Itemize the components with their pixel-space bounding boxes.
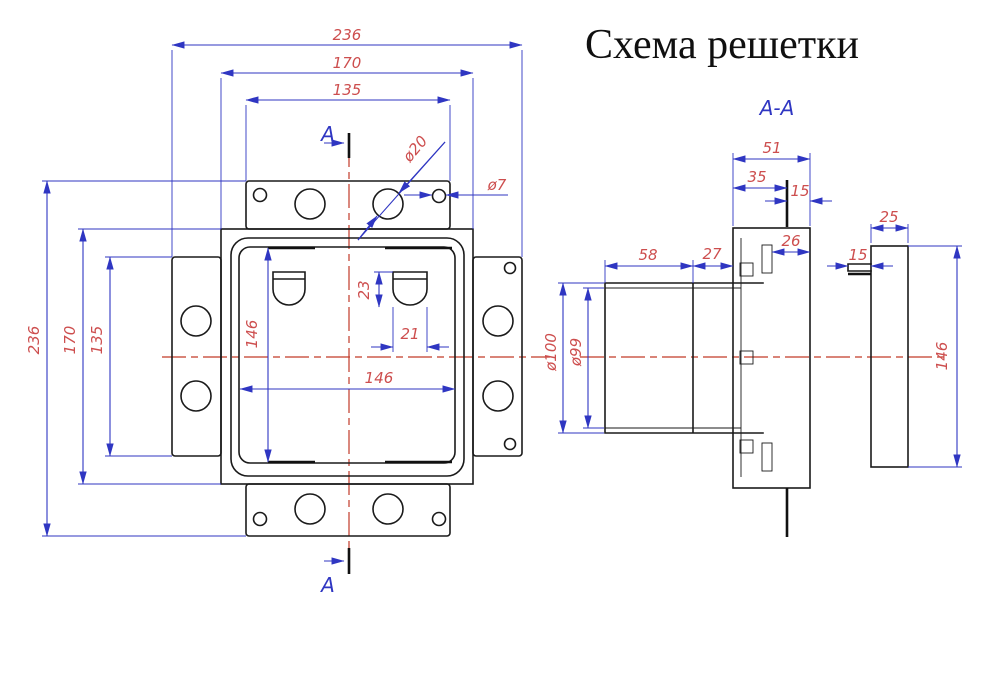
mounting-hole [294, 493, 326, 525]
dim-text-body-height: 170 [61, 326, 79, 355]
cover-strip [870, 245, 909, 468]
screw-hole [252, 187, 268, 203]
top-flange [245, 180, 451, 230]
screw-hole [252, 511, 268, 527]
screw-hole [503, 437, 517, 451]
dim-text-duct-length: 58 [638, 246, 657, 264]
dim-text-frame-depth: 51 [762, 139, 781, 157]
mounting-hole [180, 380, 212, 412]
frame-plate [732, 227, 811, 489]
section-view: 51 35 15 26 58 27 ø100 ø99 25 15 146 A-A [542, 96, 962, 537]
page-title: Схема решетки [585, 22, 859, 68]
dim-text-flange-height: 135 [88, 326, 106, 355]
screw-hole [431, 511, 447, 527]
front-view: 236 170 135 236 170 135 146 146 23 21 ø2… [25, 26, 550, 597]
dim-text-cover-depth: 25 [879, 208, 898, 226]
dim-text-collar-length: 27 [702, 245, 722, 263]
dim-text-flange-width: 135 [333, 81, 362, 99]
mounting-hole [180, 305, 212, 337]
clip-top-finger [761, 244, 773, 274]
mounting-hole [372, 188, 404, 220]
dim-text-overall-width: 236 [333, 26, 362, 44]
dim-text-mounting-hole: ø20 [399, 132, 432, 166]
dim-text-frame-depth-inner: 35 [747, 168, 766, 186]
clip-top-hook [739, 262, 754, 277]
extension-lines [42, 50, 523, 537]
front-dimensions [42, 41, 523, 565]
section-view-label: A-A [758, 96, 795, 120]
mounting-hole [482, 380, 514, 412]
screw-hole [503, 261, 517, 275]
dim-text-clip-slot-width: 21 [400, 325, 419, 343]
clip-slot-right [392, 271, 428, 306]
mounting-hole [294, 188, 326, 220]
section-part-outline [604, 180, 909, 537]
cover-strip-lip [847, 263, 872, 272]
cut-label-bottom: A [319, 573, 335, 597]
dim-text-opening-width: 146 [365, 369, 394, 387]
dim-text-frame-lip: 15 [790, 182, 809, 200]
section-dimensions [558, 153, 962, 468]
clip-bottom-hook [739, 439, 754, 454]
section-dimension-texts: 51 35 15 26 58 27 ø100 ø99 25 15 146 [542, 139, 951, 372]
dim-text-screw-hole: ø7 [487, 176, 507, 194]
vane-edges [268, 246, 452, 464]
duct-inner-wall [605, 287, 741, 429]
dim-text-body-width: 170 [333, 54, 362, 72]
extension-lines [558, 153, 962, 468]
clip-bottom-finger [761, 442, 773, 472]
dim-text-cover-lip: 15 [848, 246, 867, 264]
dim-text-overall-height: 236 [25, 326, 43, 355]
frame-opening [238, 246, 456, 464]
dim-text-cover-height: 146 [933, 342, 951, 371]
duct-outline [604, 282, 764, 434]
dim-text-duct-outer: ø100 [542, 333, 560, 372]
front-dimension-texts: 236 170 135 236 170 135 146 146 23 21 ø2… [25, 26, 507, 597]
hole-leader-arrow-lower [357, 215, 378, 241]
hole-leader-arrow-upper [398, 141, 446, 194]
front-centerlines [162, 143, 550, 565]
center-tab [739, 350, 754, 365]
cut-label-top: A [319, 122, 335, 146]
mounting-hole [372, 493, 404, 525]
frame-outer-square [220, 228, 474, 485]
clip-slot-left [272, 271, 306, 306]
dim-text-clip-slot-height: 23 [355, 280, 373, 299]
frame-mid-contour [230, 237, 465, 477]
bottom-flange [245, 483, 451, 537]
dim-text-opening-height: 146 [243, 320, 261, 349]
dim-text-duct-inner: ø99 [567, 338, 585, 367]
mounting-hole [482, 305, 514, 337]
front-part-outline [171, 133, 523, 574]
screw-hole [431, 188, 447, 204]
dim-text-clip-offset: 26 [781, 232, 800, 250]
